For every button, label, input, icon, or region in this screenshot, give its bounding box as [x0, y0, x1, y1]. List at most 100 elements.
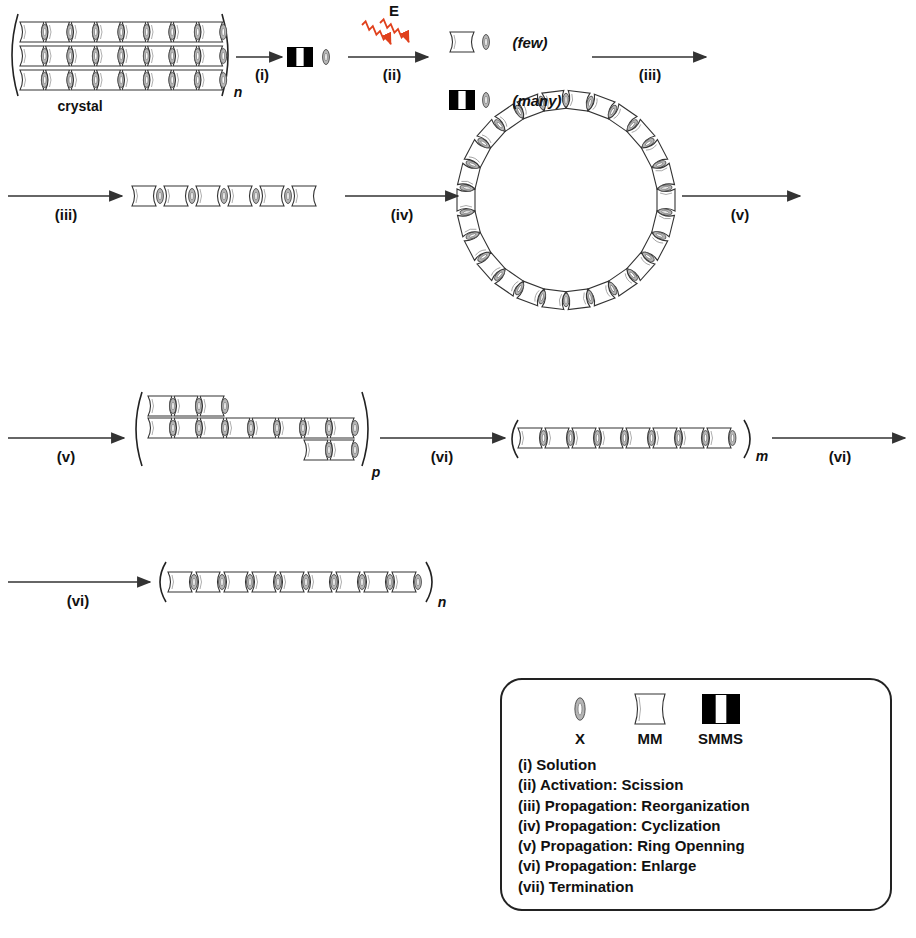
- step-label: (vi): [829, 449, 852, 464]
- mm-unit: [164, 186, 188, 206]
- mm-unit: [653, 428, 677, 448]
- mm-unit: [680, 428, 704, 448]
- mm-unit: [224, 572, 248, 592]
- step-key-text: (iii) Propagation: Reorganization: [518, 796, 876, 816]
- mm-unit: [252, 418, 276, 438]
- mm-unit: [330, 440, 354, 460]
- step-label: (vi): [67, 593, 90, 608]
- x-ring: [658, 184, 672, 192]
- x-ring: [352, 443, 359, 458]
- smms-unit: [449, 90, 475, 110]
- x-ring: [331, 575, 338, 590]
- step-label: (v): [57, 449, 75, 464]
- mm-unit: [46, 46, 70, 66]
- mm-unit: [572, 428, 596, 448]
- mm-unit: [199, 22, 223, 42]
- step-key-text: (v) Propagation: Ring Openning: [518, 836, 876, 856]
- subscript-label: (many): [512, 93, 561, 108]
- step-arrow: [8, 581, 150, 583]
- x-ring: [220, 49, 227, 64]
- mm-unit: [228, 186, 252, 206]
- step-key-text: (ii) Activation: Scission: [518, 775, 876, 795]
- mm-unit: [168, 572, 192, 592]
- mm-unit: [148, 46, 172, 66]
- mm-unit: [252, 572, 276, 592]
- mm-unit: [292, 186, 316, 206]
- mm-unit: [392, 572, 416, 592]
- x-ring: [303, 575, 310, 590]
- step-label: (v): [731, 207, 749, 222]
- bracket: [12, 14, 228, 96]
- mm-unit: [635, 694, 665, 724]
- subscript-label: n: [234, 85, 243, 99]
- mm-unit: [132, 186, 156, 206]
- mm-unit: [20, 22, 44, 42]
- legend-text: MM: [638, 730, 663, 747]
- mm-unit: [599, 428, 623, 448]
- mm-unit: [148, 70, 172, 90]
- step-key-text: (vi) Propagation: Enlarge: [518, 856, 876, 876]
- mm-unit: [199, 46, 223, 66]
- step-arrow: [345, 195, 458, 197]
- bracket: [512, 420, 750, 458]
- legend-text: SMMS: [698, 730, 743, 747]
- step-arrow: [772, 437, 905, 439]
- mm-unit: [304, 440, 328, 460]
- step-key-text: (iv) Propagation: Cyclization: [518, 816, 876, 836]
- mm-unit: [196, 572, 220, 592]
- x-ring: [220, 73, 227, 88]
- mm-unit: [200, 418, 224, 438]
- mm-unit: [196, 186, 220, 206]
- mm-unit: [226, 418, 250, 438]
- step-arrow: [236, 56, 282, 58]
- legend-swatch: [699, 692, 743, 726]
- x-ring: [729, 431, 736, 446]
- step-arrow: [8, 437, 124, 439]
- step-arrow: [348, 56, 428, 58]
- x-ring: [253, 189, 260, 204]
- legend-text: X: [575, 730, 585, 747]
- mm-unit: [626, 428, 650, 448]
- mm-unit: [174, 396, 198, 416]
- mm-unit: [566, 289, 590, 310]
- mm-unit: [173, 22, 197, 42]
- mm-unit: [122, 70, 146, 90]
- x-ring: [540, 431, 547, 446]
- mm-unit: [260, 186, 284, 206]
- mm-unit: [707, 428, 731, 448]
- mm-unit: [46, 70, 70, 90]
- mm-unit: [200, 396, 224, 416]
- x-ring: [483, 93, 490, 108]
- step-label: (i): [255, 67, 269, 82]
- mm-unit: [97, 22, 121, 42]
- mm-unit: [280, 572, 304, 592]
- x-ring: [191, 575, 198, 590]
- mm-unit: [71, 70, 95, 90]
- x-ring: [220, 25, 227, 40]
- x-ring: [285, 189, 292, 204]
- legend-swatch: [628, 692, 672, 726]
- mm-unit: [199, 70, 223, 90]
- mm-unit: [148, 396, 172, 416]
- x-ring: [567, 431, 574, 446]
- mm-unit: [97, 70, 121, 90]
- mm-unit: [122, 22, 146, 42]
- step-arrow: [380, 437, 505, 439]
- mm-unit: [173, 46, 197, 66]
- legend-item: MM: [628, 692, 672, 747]
- subscript-label: (few): [513, 35, 548, 50]
- x-ring: [648, 431, 655, 446]
- x-ring: [219, 575, 226, 590]
- mm-unit: [518, 428, 542, 448]
- step-label: (iii): [55, 207, 78, 222]
- step-key-text: (vii) Termination: [518, 877, 876, 897]
- step-label: (vi): [431, 449, 454, 464]
- mm-unit: [148, 418, 172, 438]
- mm-unit: [97, 46, 121, 66]
- step-arrow: [8, 195, 122, 197]
- x-ring: [702, 431, 709, 446]
- mm-unit: [71, 46, 95, 66]
- step-arrow: [592, 56, 706, 58]
- x-ring: [352, 421, 359, 436]
- step-label: (ii): [383, 67, 401, 82]
